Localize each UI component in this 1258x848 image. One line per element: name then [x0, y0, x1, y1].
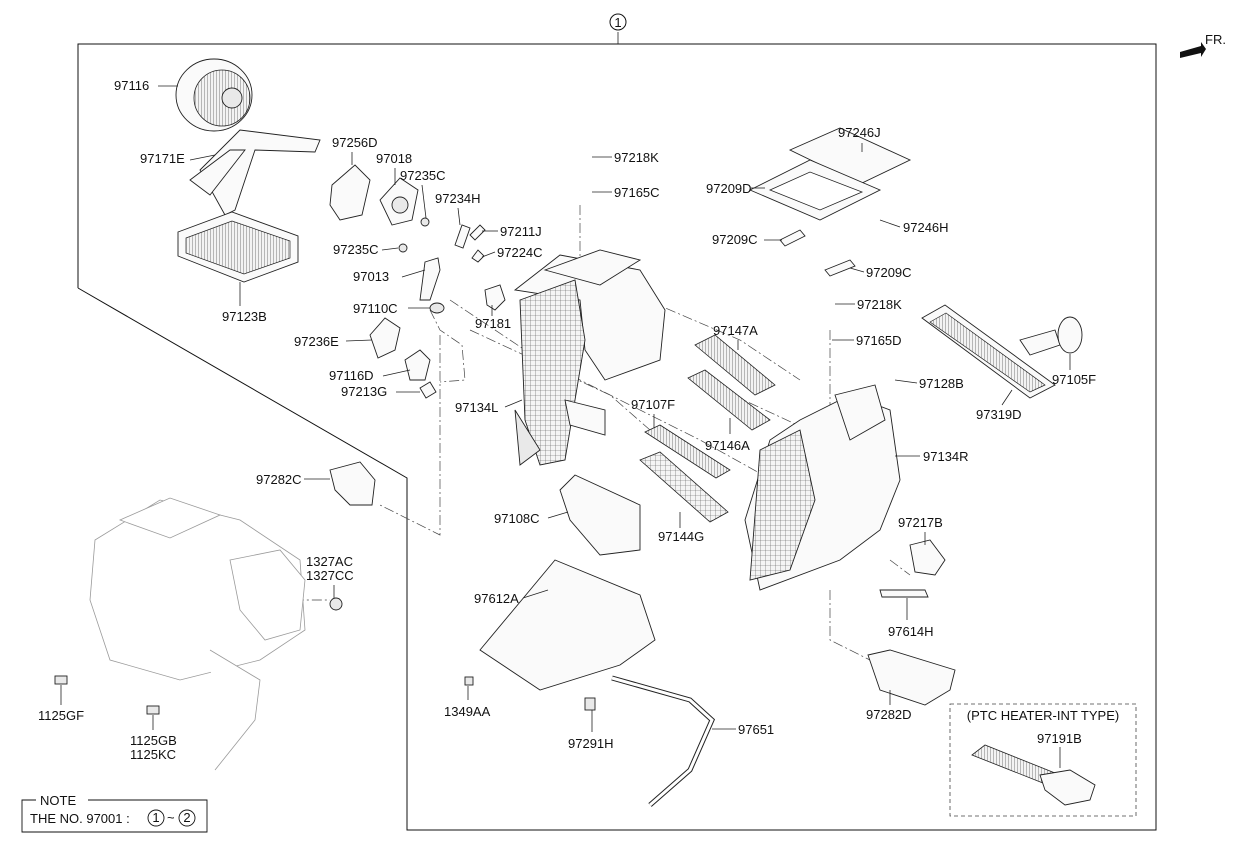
note-box: [21, 799, 208, 833]
ghost-hvac-assembly: [89, 497, 306, 771]
note-range-sep: ~: [167, 810, 175, 825]
part-label-97134r: 97134R: [923, 449, 969, 464]
part-label-97234h: 97234H: [435, 191, 481, 206]
leader-line-97612a: [522, 589, 549, 599]
part-label-97181: 97181: [475, 316, 511, 331]
part-label-97218k: 97218K: [614, 150, 659, 165]
part-label-97614h: 97614H: [888, 624, 934, 639]
part-label-97217b: 97217B: [898, 515, 943, 530]
part-label-97224c: 97224C: [497, 245, 543, 260]
leader-line-97171e: [189, 154, 216, 161]
part-label-1125gb: 1125GB: [130, 733, 177, 748]
assembly-frame: [77, 43, 1157, 831]
part-label-97128b: 97128B: [919, 376, 964, 391]
ptc-part-label: 97191B: [1037, 731, 1082, 746]
part-label-97171e: 97171E: [140, 151, 185, 166]
left-case-drawing: [513, 249, 666, 466]
part-label-97147a: 97147A: [713, 323, 758, 338]
ptc-heater-box: [949, 703, 1137, 817]
heater-core-drawing: [177, 129, 321, 283]
part-label-97291h: 97291H: [568, 736, 614, 751]
leader-line-97236e: [345, 339, 373, 342]
part-label-97144g: 97144G: [658, 529, 704, 544]
door-filters-drawing: [639, 334, 776, 523]
part-label-97256d: 97256D: [332, 135, 378, 150]
note-range-to: 2: [183, 810, 190, 825]
leader-line-97116d: [382, 369, 411, 377]
part-label-1327cc: 1327CC: [306, 568, 354, 583]
leader-line-97246h: [879, 219, 901, 228]
part-label-97013: 97013: [353, 269, 389, 284]
leader-line-97209c: [849, 267, 865, 273]
part-label-97110c: 97110C: [353, 301, 398, 316]
part-label-97107f: 97107F: [631, 397, 675, 412]
front-direction-arrow-icon: [1180, 42, 1206, 58]
ptc-box-title: (PTC HEATER-INT TYPE): [967, 708, 1119, 723]
right-case-drawing: [744, 384, 901, 591]
part-label-97123b: 97123B: [222, 309, 267, 324]
actuator-parts-drawing: [329, 164, 506, 399]
note-heading: NOTE: [40, 793, 76, 808]
part-label-1125kc: 1125KC: [130, 747, 176, 762]
part-label-97213g: 97213G: [341, 384, 387, 399]
part-label-1327ac: 1327AC: [306, 554, 353, 569]
part-label-97146a: 97146A: [705, 438, 750, 453]
leader-line-97134l: [504, 399, 523, 408]
ptc-heater-drawing: [971, 744, 1096, 806]
part-label-97209c: 97209C: [866, 265, 912, 280]
part-label-97612a: 97612A: [474, 591, 519, 606]
leader-line-97235c: [421, 184, 427, 219]
part-label-97235c: 97235C: [400, 168, 446, 183]
leader-line-97108c: [547, 511, 569, 519]
filter-frames-drawing: [748, 127, 912, 277]
part-label-97165c: 97165C: [614, 185, 660, 200]
part-label-97282c: 97282C: [256, 472, 302, 487]
part-label-97209d: 97209D: [706, 181, 752, 196]
leader-line-97235c: [381, 247, 399, 251]
part-label-1349aa: 1349AA: [444, 704, 491, 719]
part-label-97108c: 97108C: [494, 511, 540, 526]
leader-line-97234h: [457, 207, 461, 226]
part-label-97105f: 97105F: [1052, 372, 1096, 387]
part-label-97116: 97116: [114, 78, 149, 93]
evaporator-drawing: [921, 304, 1083, 399]
leader-line-97319d: [1001, 389, 1013, 406]
assembly-ref-circle: [609, 13, 627, 31]
part-label-97319d: 97319D: [976, 407, 1022, 422]
part-label-97209c: 97209C: [712, 232, 758, 247]
part-label-97236e: 97236E: [294, 334, 339, 349]
part-label-97218k: 97218K: [857, 297, 902, 312]
part-label-97651: 97651: [738, 722, 774, 737]
part-label-97282d: 97282D: [866, 707, 912, 722]
leader-line-97013: [401, 269, 426, 278]
part-label-97116d: 97116D: [329, 368, 374, 383]
part-label-97134l: 97134L: [455, 400, 498, 415]
leader-line-97128b: [894, 379, 918, 384]
assembly-ref-number: 1: [614, 15, 621, 30]
part-label-97211j: 97211J: [500, 224, 542, 239]
part-label-1125gf: 1125GF: [38, 708, 84, 723]
lower-parts-drawing: [54, 461, 956, 807]
part-label-97246j: 97246J: [838, 125, 881, 140]
note-range-from: 1: [152, 810, 159, 825]
note-text: THE NO. 97001 :: [30, 811, 130, 826]
front-direction-label: FR.: [1205, 32, 1226, 47]
leader-line-97224c: [481, 251, 496, 258]
part-label-97165d: 97165D: [856, 333, 902, 348]
blower-motor-drawing: [175, 58, 253, 132]
part-label-97018: 97018: [376, 151, 412, 166]
part-label-97235c: 97235C: [333, 242, 379, 257]
part-label-97246h: 97246H: [903, 220, 949, 235]
